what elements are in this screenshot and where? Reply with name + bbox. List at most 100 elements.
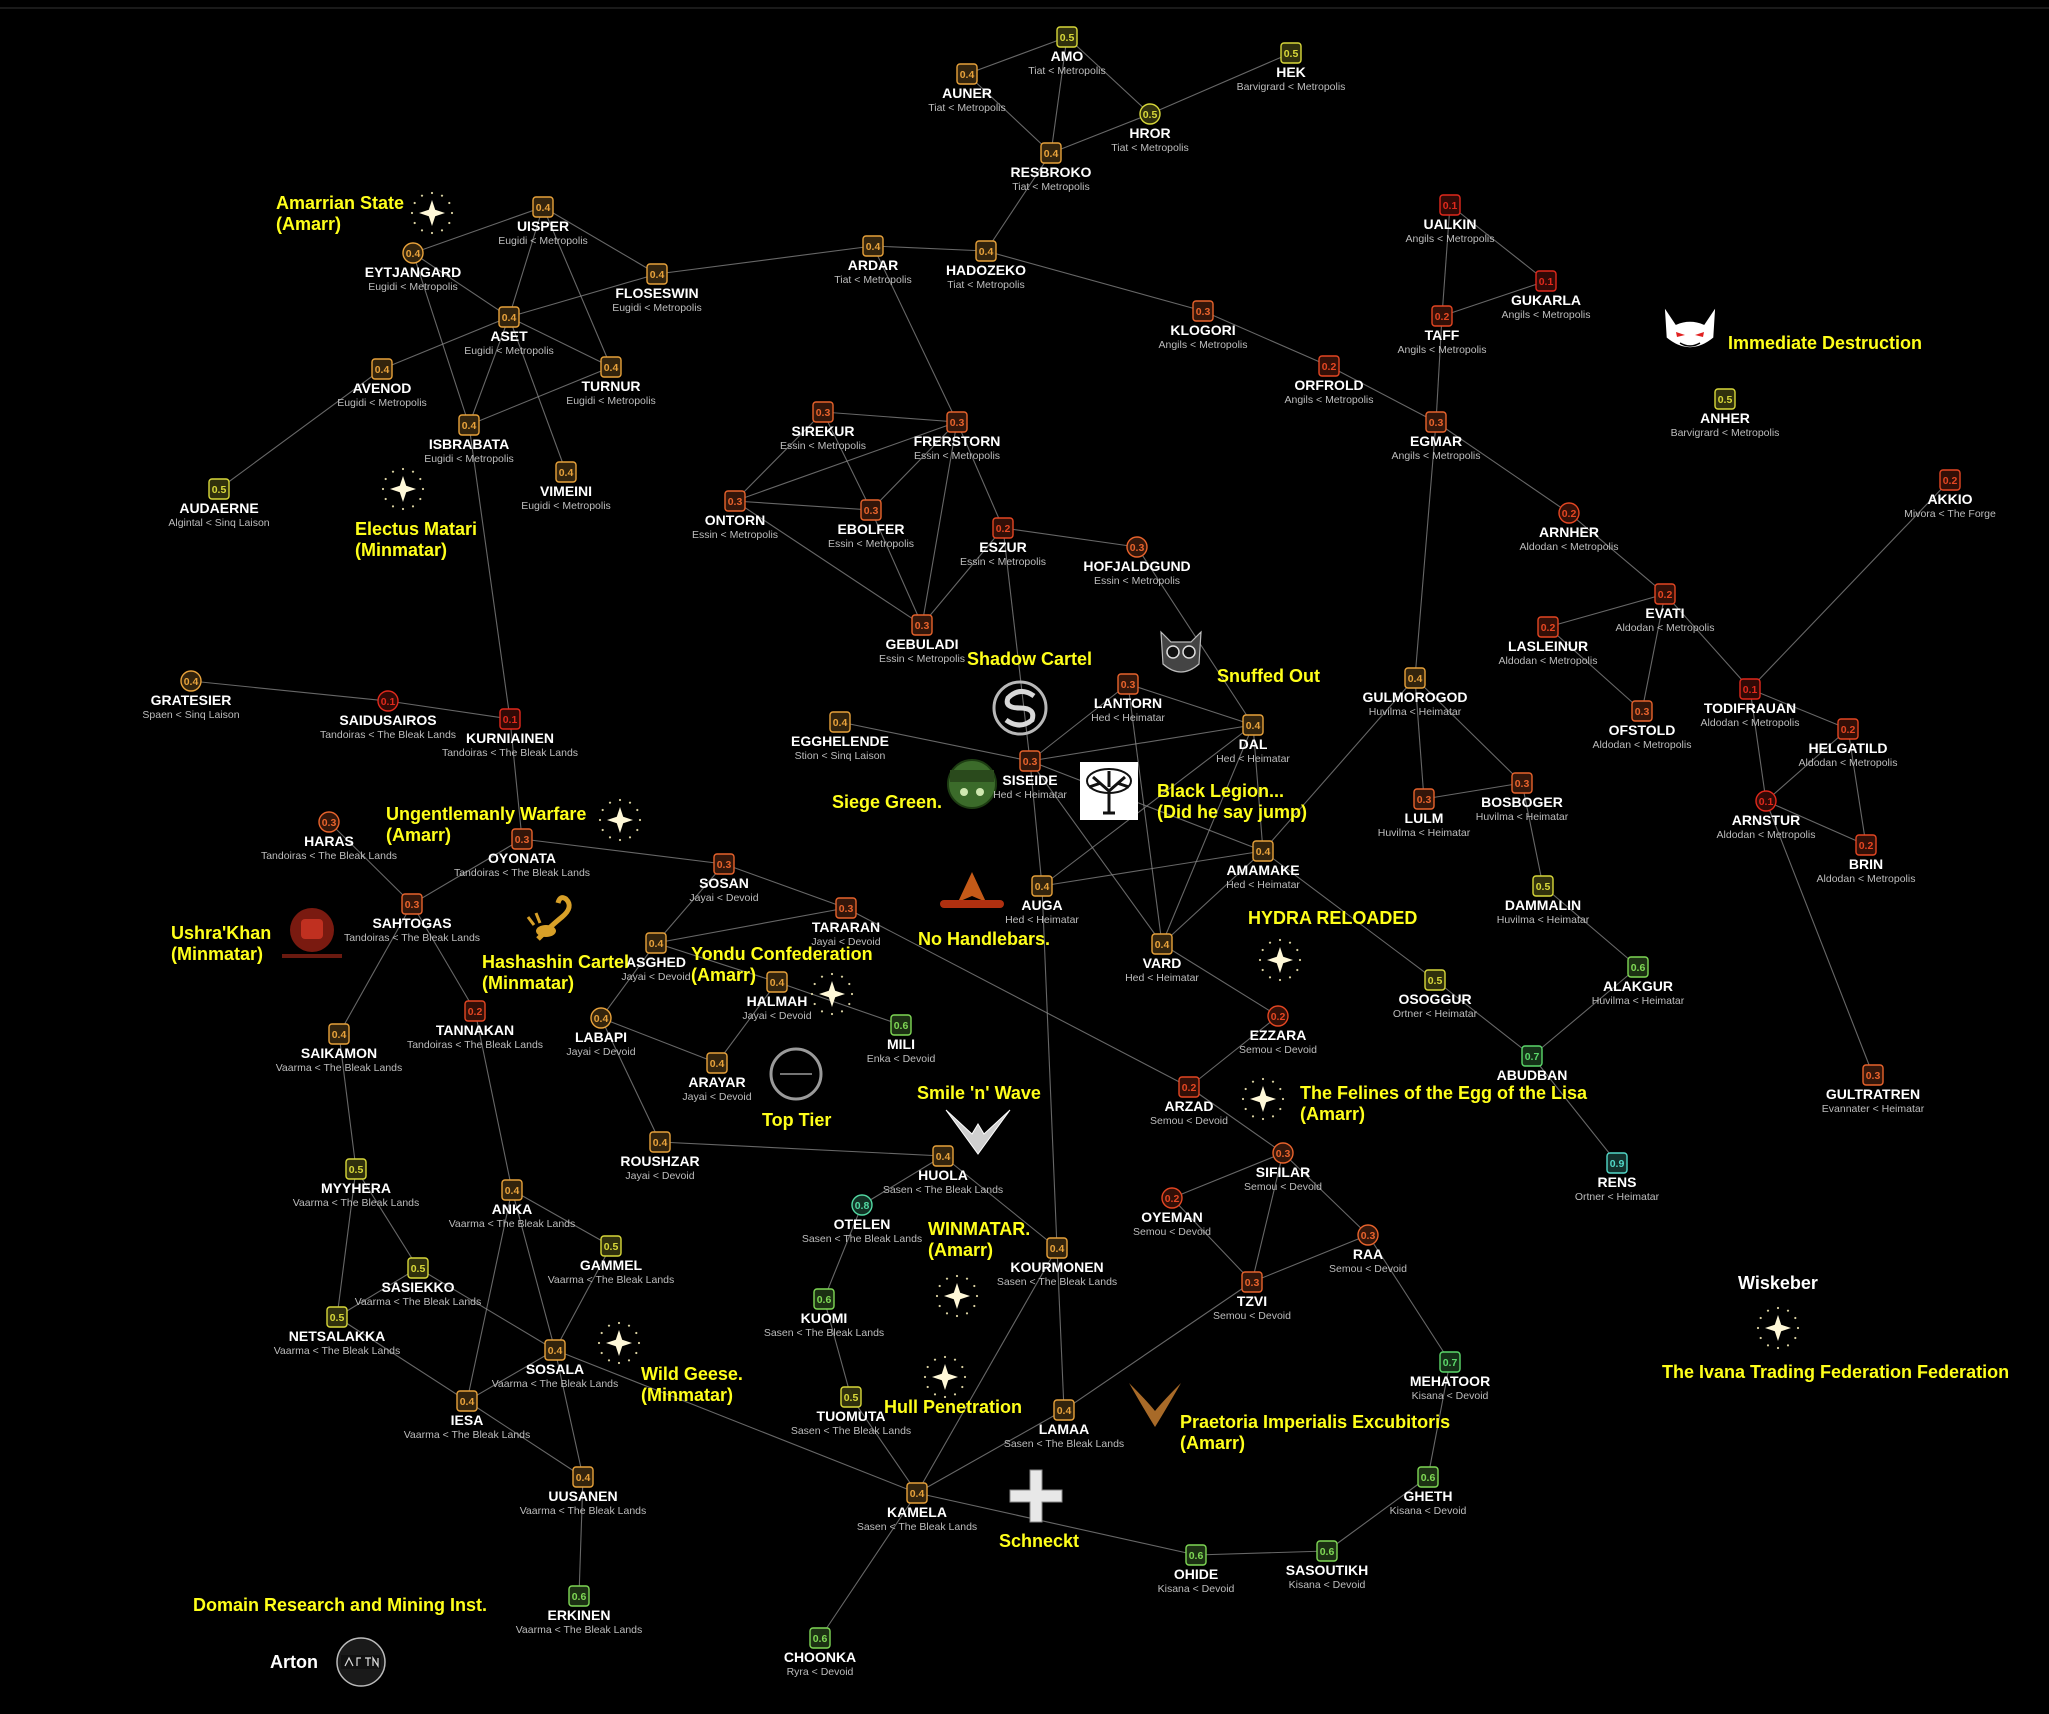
system-marker-square	[1627, 956, 1649, 978]
